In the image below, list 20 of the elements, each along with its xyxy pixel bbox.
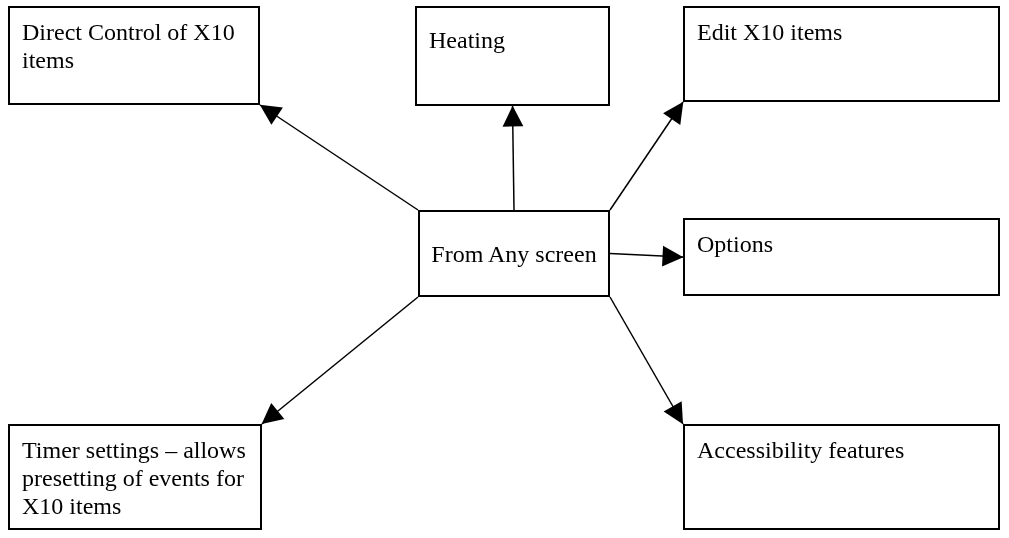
- box-label: Edit X10 items: [697, 18, 844, 46]
- arrow: [261, 296, 419, 425]
- box-label: Direct Control of X10 items: [22, 18, 236, 74]
- process-box: [683, 6, 1000, 102]
- process-box: [683, 218, 1000, 296]
- process-box: [8, 424, 262, 530]
- process-box: [415, 6, 610, 106]
- process-box: [683, 424, 1000, 530]
- arrow: [259, 104, 419, 211]
- box-label: Accessibility features: [697, 436, 906, 464]
- box-label: From Any screen: [430, 239, 598, 268]
- arrow: [609, 101, 684, 211]
- box-label: Timer settings – allows presetting of events for X10 items: [22, 436, 247, 520]
- box-label: Options: [697, 230, 774, 258]
- box-label: Heating: [429, 26, 506, 54]
- process-box: [8, 6, 260, 105]
- arrow: [502, 105, 524, 211]
- process-box: [418, 210, 610, 297]
- arrow: [609, 245, 684, 267]
- arrow: [609, 296, 684, 425]
